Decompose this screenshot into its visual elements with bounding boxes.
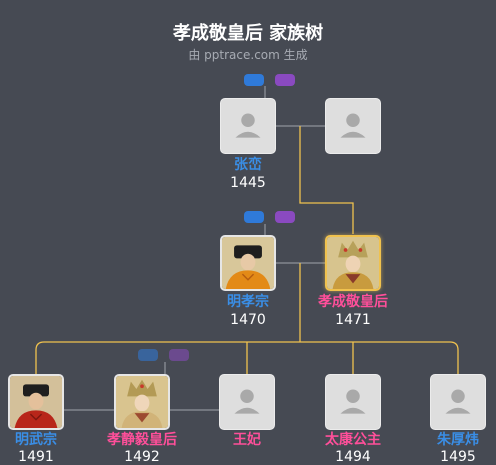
emperor-portrait-icon	[10, 376, 62, 428]
relation-pill-male[interactable]	[244, 74, 264, 86]
emperor-portrait-icon	[222, 237, 274, 289]
relation-pill-male[interactable]	[244, 211, 264, 223]
person-year-ming-xiaozong: 1470	[230, 312, 266, 328]
person-name-empress-xiaojingyi[interactable]: 孝静毅皇后	[107, 432, 177, 448]
portrait-empress-xiaojingyi[interactable]	[114, 374, 170, 430]
avatar-placeholder-spouse[interactable]	[325, 98, 381, 154]
relation-pill-female[interactable]	[275, 74, 295, 86]
person-silhouette-icon	[445, 389, 471, 414]
person-year-ming-wuzong: 1491	[18, 449, 54, 465]
avatar-placeholder-princess-taikang[interactable]	[325, 374, 381, 430]
portrait-ming-wuzong[interactable]	[8, 374, 64, 430]
person-name-ming-xiaozong[interactable]: 明孝宗	[227, 294, 269, 310]
avatar-placeholder-consort-wang[interactable]	[219, 374, 275, 430]
person-name-zhang-luan[interactable]: 张峦	[234, 157, 262, 173]
relation-pill-female[interactable]	[275, 211, 295, 223]
person-year-zhang-luan: 1445	[230, 175, 266, 191]
person-silhouette-icon	[234, 389, 260, 414]
page-subtitle: 由 pptrace.com 生成	[188, 48, 308, 62]
person-year-empress-xiaocheng: 1471	[335, 312, 371, 328]
person-name-zhu-houwei[interactable]: 朱厚炜	[437, 432, 479, 448]
person-name-ming-wuzong[interactable]: 明武宗	[15, 432, 57, 448]
person-silhouette-icon	[340, 113, 366, 138]
descent-line	[299, 126, 354, 234]
person-name-empress-xiaocheng[interactable]: 孝成敬皇后	[318, 294, 388, 310]
person-year-princess-taikang: 1494	[335, 449, 371, 465]
portrait-empress-xiaocheng[interactable]	[325, 235, 381, 291]
relation-pill-female[interactable]	[169, 349, 189, 361]
person-name-princess-taikang[interactable]: 太康公主	[325, 432, 381, 448]
person-silhouette-icon	[235, 113, 261, 138]
person-year-zhu-houwei: 1495	[440, 449, 476, 465]
person-name-consort-wang[interactable]: 王妃	[233, 432, 261, 448]
portrait-ming-xiaozong[interactable]	[220, 235, 276, 291]
page-title: 孝成敬皇后 家族树	[172, 23, 324, 44]
empress-portrait-icon	[327, 237, 379, 289]
relation-pill-male[interactable]	[138, 349, 158, 361]
person-silhouette-icon	[340, 389, 366, 414]
avatar-placeholder-zhang-luan[interactable]	[220, 98, 276, 154]
person-year-empress-xiaojingyi: 1492	[124, 449, 160, 465]
avatar-placeholder-zhu-houwei[interactable]	[430, 374, 486, 430]
empress-portrait-icon	[116, 376, 168, 428]
